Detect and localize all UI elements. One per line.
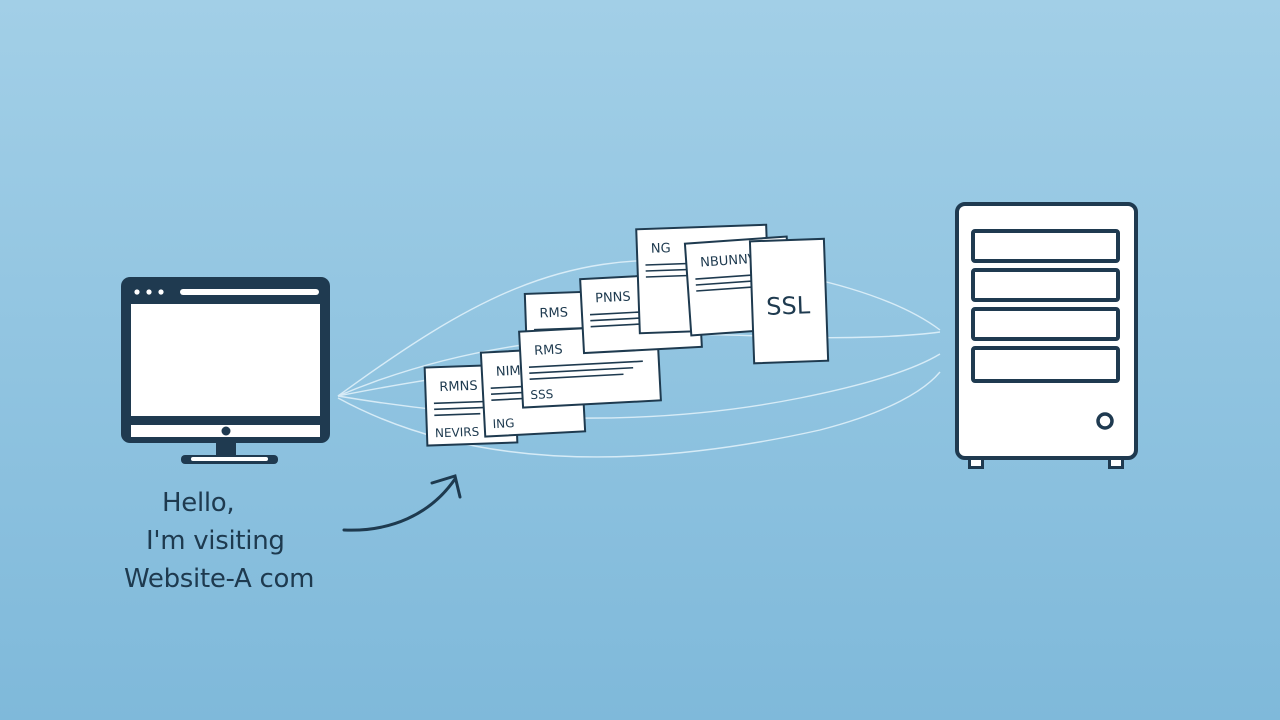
packet-footer: NEVIRS	[435, 425, 480, 441]
packet-footer: ING	[492, 416, 515, 431]
packet-text-line	[529, 366, 634, 374]
packet-text-line	[434, 406, 491, 411]
desktop-monitor-icon	[121, 277, 330, 464]
packet-text-line	[696, 286, 755, 292]
packet-text-line	[434, 412, 481, 417]
packet-text-line	[529, 373, 624, 380]
client-caption: Hello, I'm visiting Website-A com	[118, 484, 378, 598]
server-tower-icon	[955, 202, 1138, 469]
packet-label: NG	[651, 241, 671, 257]
packet-text-line	[528, 360, 643, 368]
packet-label: RMS	[539, 305, 568, 321]
ssl-label: SSL	[766, 291, 811, 321]
packet-label: RMNS	[439, 379, 478, 395]
packet-label: PNNS	[595, 290, 631, 307]
caption-line: Hello,	[162, 488, 235, 518]
packet-label: RMS	[534, 342, 563, 358]
packet-footer: SSS	[530, 387, 554, 402]
caption-line: Website-A com	[124, 564, 315, 594]
ssl-certificate: SSL	[748, 237, 830, 365]
data-packets: RMNSNEVIRSNIMSINGRMSRMSSSSPNNSNGNBUNNV34…	[423, 223, 830, 447]
curved-arrow-icon	[342, 474, 462, 532]
caption-line: I'm visiting	[146, 526, 285, 556]
